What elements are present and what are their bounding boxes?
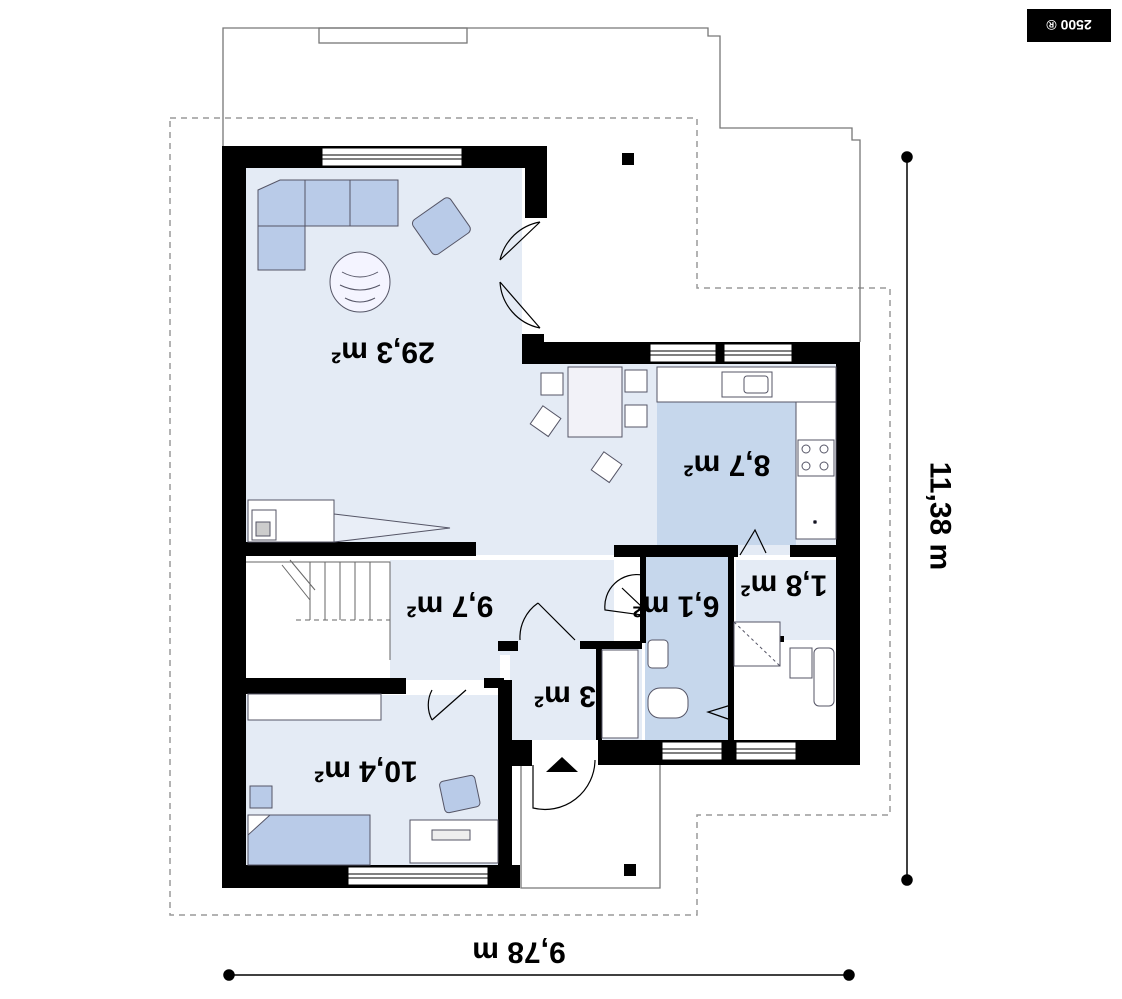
vest-wardrobe	[601, 649, 639, 739]
depth-dimension: 11,38 m	[924, 462, 957, 570]
area-bedroom: 10,4 m²	[314, 755, 417, 788]
sofa	[257, 179, 399, 271]
doors	[427, 221, 767, 811]
post	[622, 153, 634, 165]
bed	[247, 814, 371, 866]
stairs	[246, 559, 391, 660]
terrace-outlines	[222, 27, 861, 889]
kitchen-floor	[657, 402, 796, 545]
room-labels: 29,3 m² 8,7 m² 9,7 m² 6,1 m² 1,8 m² 3 m²…	[314, 336, 827, 788]
desk	[409, 819, 499, 864]
post	[624, 864, 636, 876]
utility-floor	[736, 560, 836, 640]
area-bathroom: 6,1 m²	[633, 590, 720, 623]
area-living: 29,3 m²	[331, 336, 434, 369]
dimension-lines	[223, 151, 913, 981]
dining-table	[567, 366, 623, 438]
wardrobe	[247, 693, 382, 721]
windows	[321, 147, 797, 886]
area-vestibule: 3 m²	[534, 680, 596, 713]
area-kitchen: 8,7 m²	[684, 449, 771, 482]
area-hall: 9,7 m²	[407, 590, 494, 623]
furniture	[247, 179, 837, 866]
armchair	[411, 197, 471, 256]
coffee-table	[329, 251, 391, 313]
width-dimension: 9,78 m	[472, 936, 565, 969]
entrance-arrow	[546, 757, 578, 772]
copyright-badge: 2500 ®	[1027, 9, 1111, 42]
wc-bowl	[647, 687, 689, 719]
area-utility: 1,8 m²	[741, 569, 828, 602]
roof-outline	[169, 117, 891, 916]
